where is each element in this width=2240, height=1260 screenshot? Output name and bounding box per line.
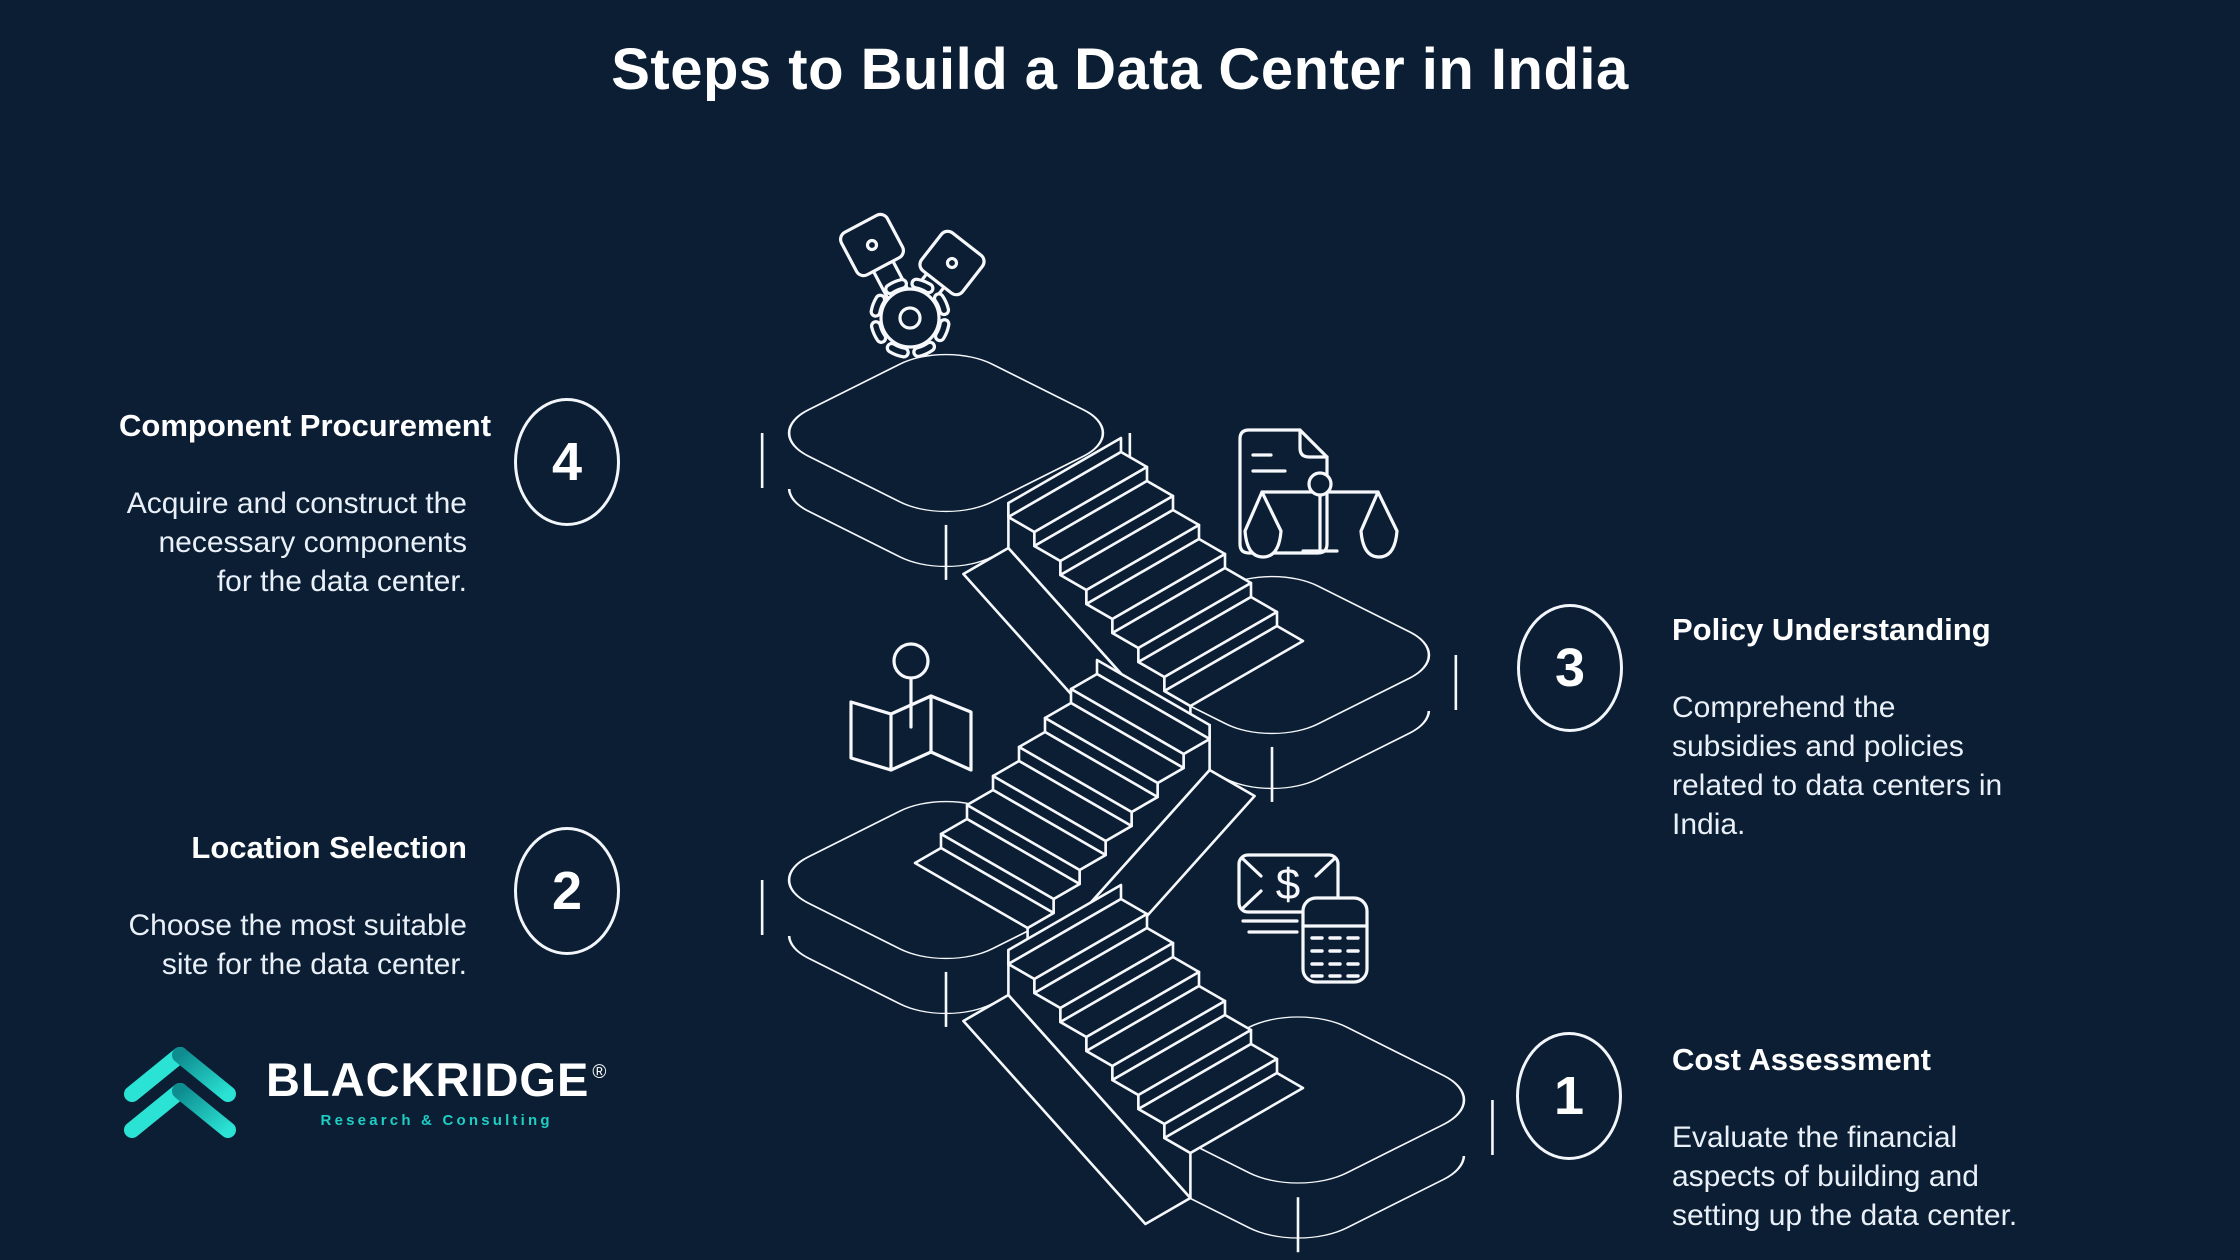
pistons-gear-icon <box>838 212 986 359</box>
step-block-2: Location Selection Choose the most suita… <box>119 830 467 984</box>
map-pin-icon <box>849 642 973 772</box>
step-2-heading: Location Selection <box>191 830 467 865</box>
step-2-number: 2 <box>551 861 583 921</box>
step-1-description: Evaluate the financial aspects of buildi… <box>1672 1121 2018 1232</box>
staircase-illustration <box>759 353 1496 1253</box>
step-2-number-badge: 2 <box>514 827 620 955</box>
document-scales-icon <box>1238 428 1399 559</box>
step-3-number: 3 <box>1554 638 1586 698</box>
step-3-heading: Policy Understanding <box>1672 612 1991 647</box>
step-1-heading: Cost Assessment <box>1672 1042 1932 1077</box>
step-3-description: Comprehend the subsidies and policies re… <box>1672 691 2003 841</box>
logo-text: BLACKRIDGE® Research & Consulting <box>266 1042 607 1129</box>
step-4-number-badge: 4 <box>514 398 620 526</box>
step-1-number-badge: 1 <box>1516 1032 1622 1160</box>
step-block-3: Policy Understanding Comprehend the subs… <box>1672 612 2012 844</box>
logo-chevrons-icon <box>124 1047 236 1138</box>
step-block-1: Cost Assessment Evaluate the financial a… <box>1672 1042 2057 1235</box>
money-calculator-icon: $ <box>1237 853 1369 984</box>
logo-name-text: BLACKRIDGE <box>266 1053 590 1106</box>
step-4-heading: Component Procurement <box>119 408 492 443</box>
step-4-description: Acquire and construct the necessary comp… <box>126 487 467 598</box>
step-3-number-badge: 3 <box>1517 604 1623 732</box>
blackridge-logo: BLACKRIDGE® Research & Consulting <box>122 1042 607 1142</box>
page-title: Steps to Build a Data Center in India <box>611 37 1629 102</box>
registered-mark: ® <box>592 1062 608 1083</box>
logo-tagline: Research & Consulting <box>320 1112 553 1129</box>
step-block-4: Component Procurement Acquire and constr… <box>119 408 492 601</box>
step-4-number: 4 <box>551 432 583 492</box>
dollar-sign: $ <box>1276 860 1300 909</box>
step-2-description: Choose the most suitable site for the da… <box>128 909 467 981</box>
logo-name: BLACKRIDGE® <box>266 1056 607 1103</box>
step-1-number: 1 <box>1553 1066 1585 1126</box>
